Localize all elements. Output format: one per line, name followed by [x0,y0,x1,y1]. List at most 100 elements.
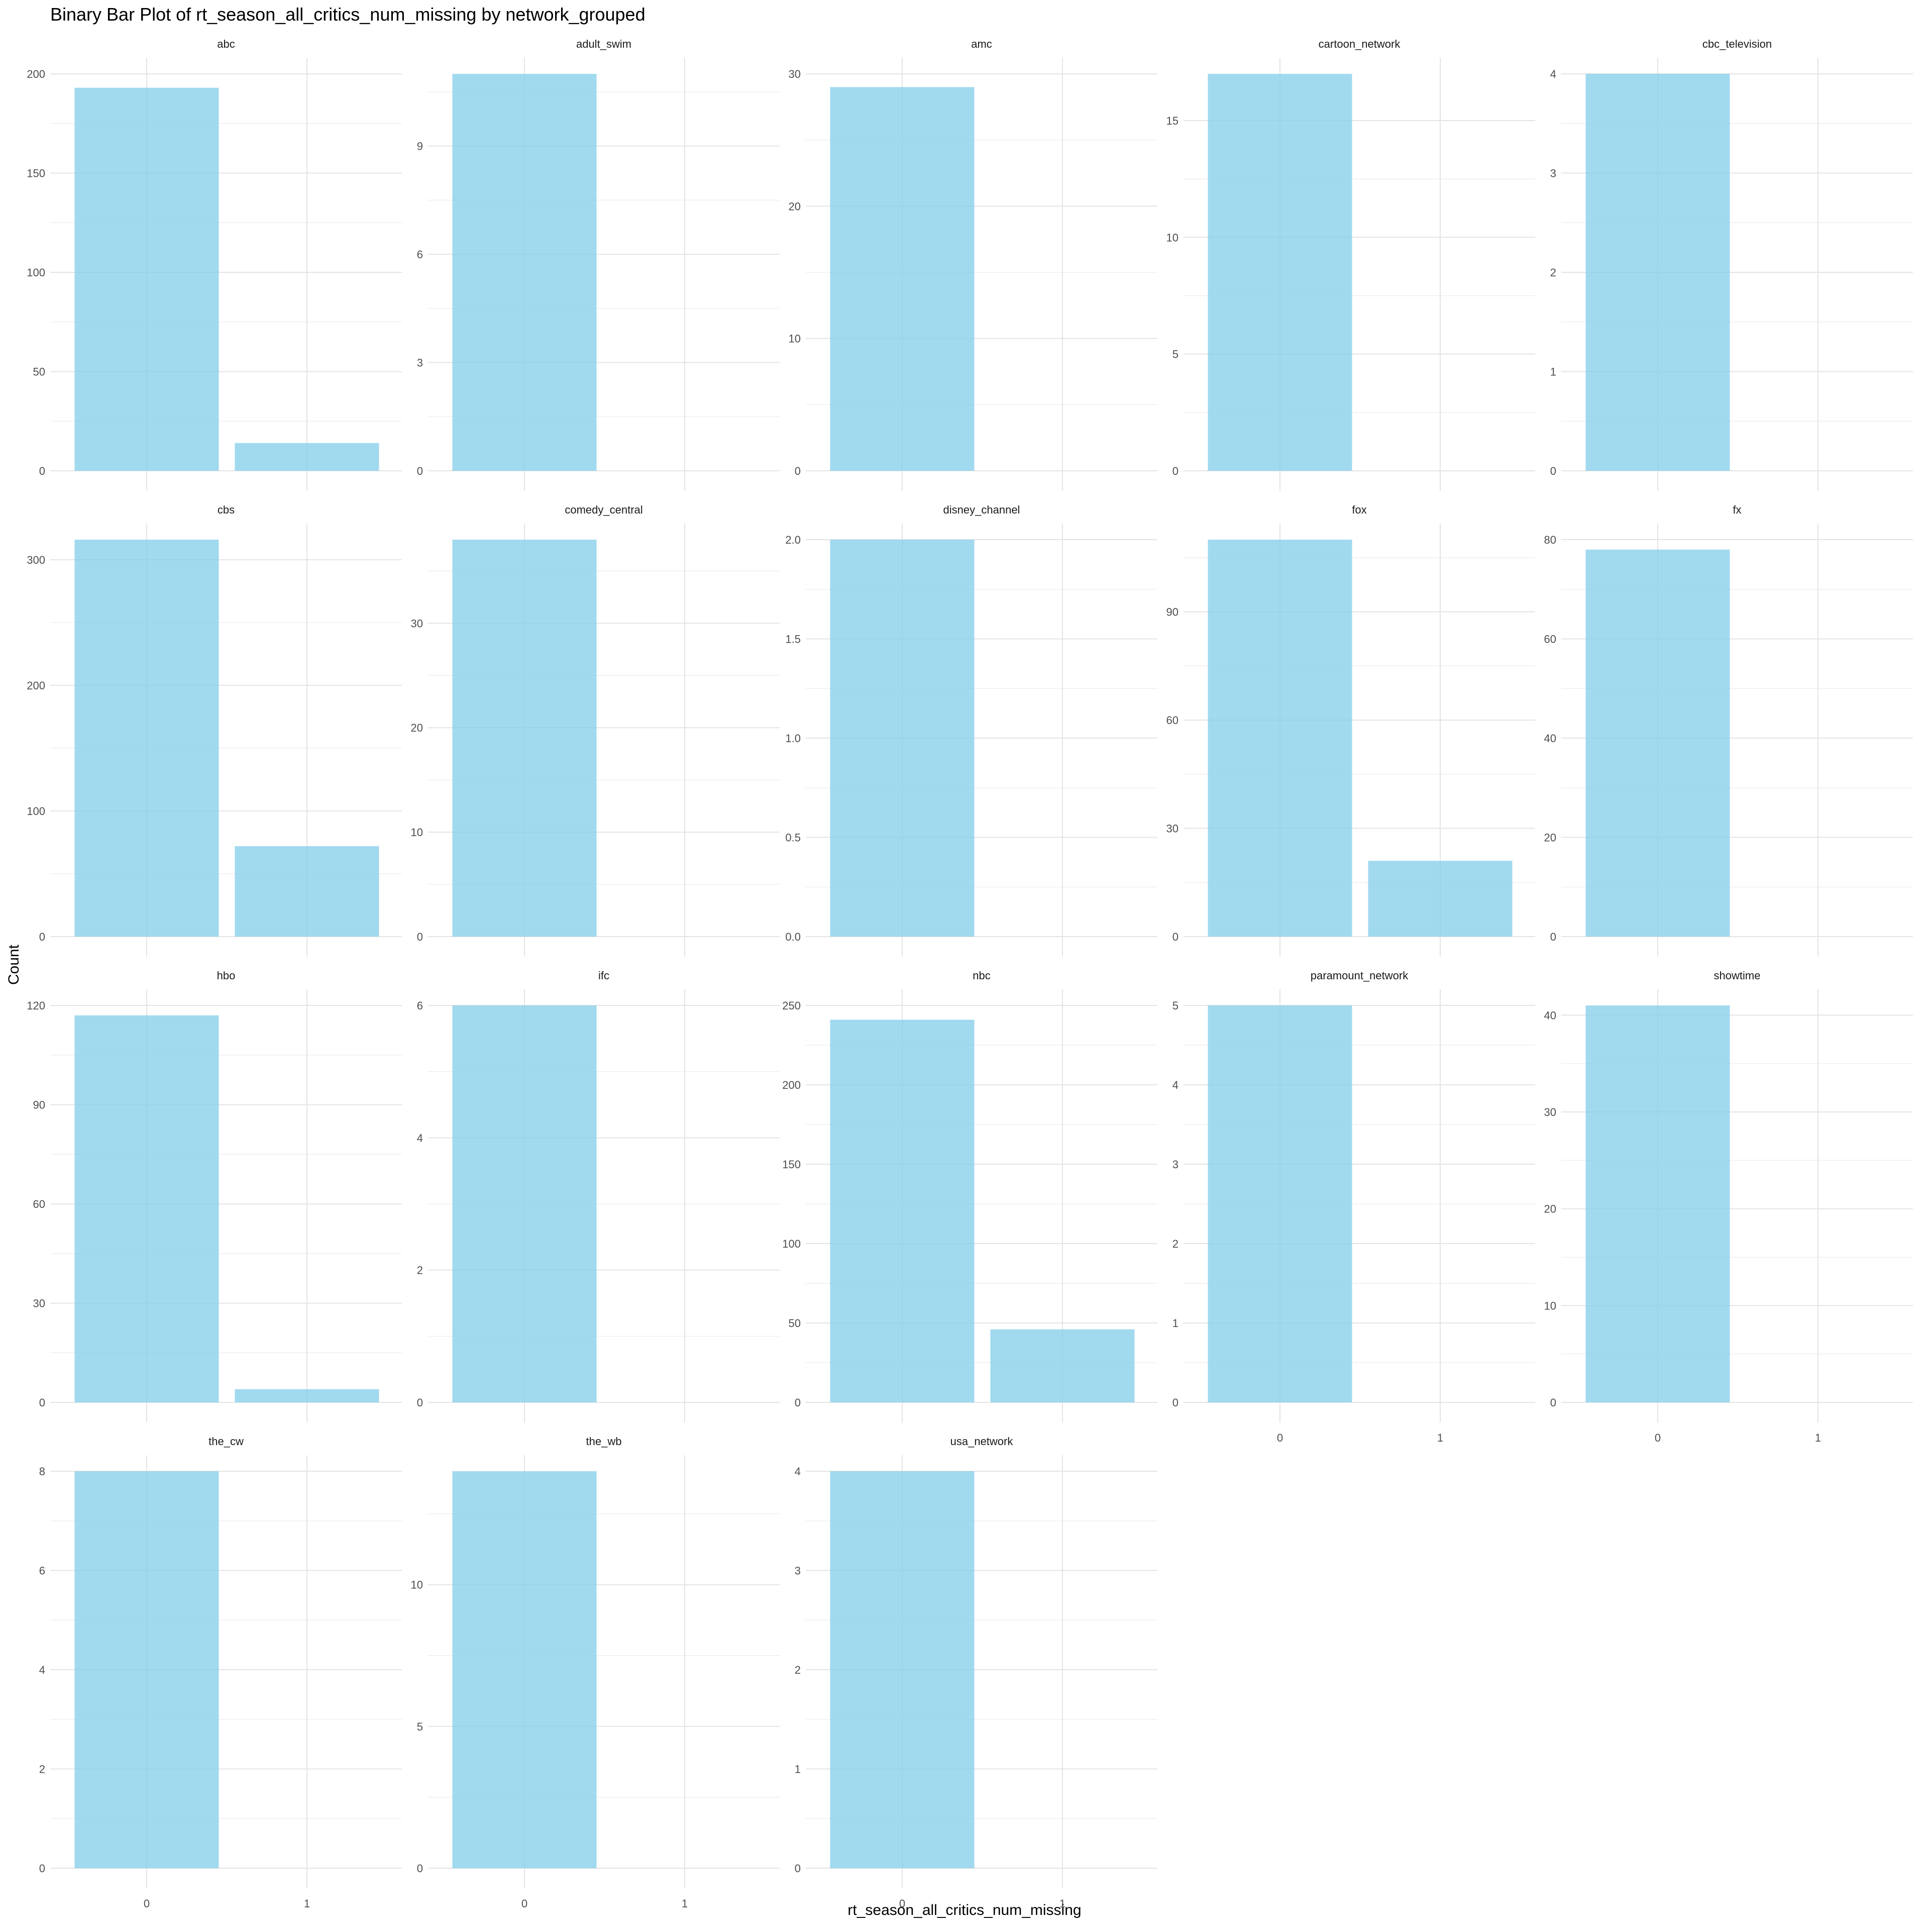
y-tick-label: 0 [39,931,45,943]
x-tick-label: 0 [899,1897,905,1910]
y-tick-label: 100 [27,805,45,818]
y-tick-label: 200 [782,1079,801,1091]
y-tick-label: 1 [795,1763,801,1776]
y-tick-label: 30 [33,1297,45,1310]
y-tick-label: 0 [417,931,423,943]
facet-label: amc [971,38,992,50]
bar-0 [830,540,975,937]
bar-0 [74,540,219,937]
bar-0 [74,87,219,471]
facet-label: cartoon_network [1319,38,1401,50]
y-tick-label: 6 [417,248,423,261]
y-tick-label: 90 [33,1099,45,1111]
chart-title: Binary Bar Plot of rt_season_all_critics… [50,4,646,25]
bar-0 [830,87,975,471]
bar-1 [235,1389,379,1402]
y-tick-label: 0 [39,1862,45,1875]
y-tick-label: 120 [27,999,45,1012]
y-tick-label: 1.5 [785,633,801,646]
bar-0 [830,1020,975,1402]
y-tick-label: 0 [795,1396,801,1409]
y-tick-label: 30 [411,617,423,630]
y-tick-label: 50 [33,366,45,378]
y-tick-label: 2 [795,1664,801,1676]
y-tick-label: 5 [417,1720,423,1733]
y-tick-label: 30 [789,68,801,80]
facet-label: fox [1352,503,1366,516]
facet-label: cbs [218,503,235,516]
x-tick-label: 0 [1277,1432,1283,1444]
facet-label: hbo [217,969,236,982]
x-tick-label: 1 [304,1897,310,1910]
facet-label: paramount_network [1311,969,1409,982]
y-tick-label: 2 [1172,1238,1178,1250]
y-tick-label: 5 [1172,999,1178,1012]
bar-0 [74,1015,219,1402]
y-tick-label: 0 [39,1396,45,1409]
y-tick-label: 0 [1172,1396,1178,1409]
y-tick-label: 0 [1550,465,1556,477]
bar-0 [1208,1005,1352,1402]
y-tick-label: 0.0 [785,931,801,943]
y-tick-label: 0.5 [785,832,801,844]
y-tick-label: 0 [795,1862,801,1875]
y-tick-label: 10 [789,333,801,345]
y-tick-label: 100 [27,266,45,279]
facet-label: cbc_television [1702,38,1772,50]
y-tick-label: 10 [1544,1299,1556,1312]
facet-label: ifc [598,969,609,982]
y-tick-label: 0 [1172,465,1178,477]
y-tick-label: 4 [39,1664,45,1676]
y-tick-label: 10 [411,1579,423,1591]
y-axis-title: Count [6,944,22,985]
y-tick-label: 0 [417,465,423,477]
y-tick-label: 60 [1544,633,1556,646]
y-tick-label: 0 [1172,931,1178,943]
bar-0 [452,1471,597,1868]
y-tick-label: 6 [417,999,423,1012]
y-tick-label: 3 [795,1565,801,1577]
y-tick-label: 2 [39,1763,45,1776]
x-tick-label: 1 [1815,1432,1821,1444]
bar-0 [452,540,597,937]
x-tick-label: 1 [1059,1897,1065,1910]
y-tick-label: 30 [1544,1106,1556,1118]
y-tick-label: 40 [1544,1009,1556,1022]
y-tick-label: 2.0 [785,534,801,546]
facet-label: the_wb [586,1435,622,1448]
y-tick-label: 4 [1550,68,1556,80]
y-tick-label: 90 [1166,606,1178,619]
facet-label: abc [217,38,235,50]
facet-label: adult_swim [576,38,631,50]
y-tick-label: 10 [1166,231,1178,244]
y-tick-label: 0 [417,1396,423,1409]
y-tick-label: 1 [1172,1317,1178,1330]
x-tick-label: 0 [144,1897,150,1910]
y-tick-label: 4 [417,1132,423,1144]
facet-label: nbc [973,969,990,982]
y-tick-label: 6 [39,1565,45,1577]
y-tick-label: 60 [1166,714,1178,727]
y-tick-label: 0 [417,1862,423,1875]
bar-0 [1585,549,1730,937]
facet-label: showtime [1714,969,1761,982]
y-tick-label: 3 [1550,167,1556,180]
y-tick-label: 3 [417,357,423,369]
bar-0 [1585,1005,1730,1402]
y-tick-label: 200 [27,679,45,692]
bar-0 [1208,74,1352,471]
